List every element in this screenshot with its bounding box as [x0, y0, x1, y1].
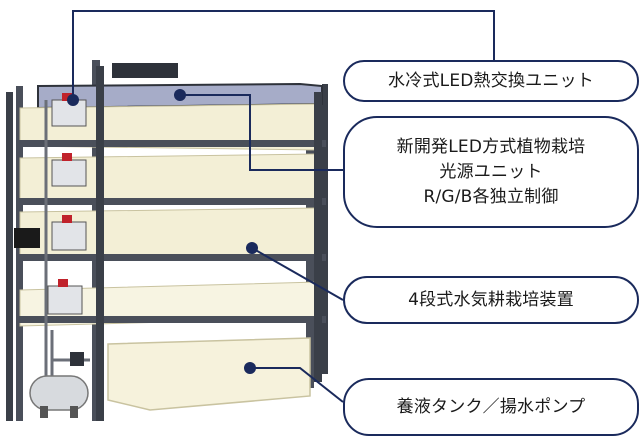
valve-box	[51, 99, 87, 127]
leader-dot	[67, 94, 79, 106]
frame-post	[314, 92, 322, 382]
callout-cultivation-system: 4段式水気耕栽培装置	[343, 276, 639, 324]
controller-box	[14, 228, 40, 248]
callout-cooling-unit: 水冷式LED熱交換ユニット	[343, 60, 639, 102]
pump-joint	[70, 352, 84, 366]
callout-line: R/G/B各独立制御	[423, 186, 559, 207]
leader-line-cultivation	[251, 247, 344, 301]
leader-lines	[72, 10, 495, 403]
leader-dots	[67, 89, 258, 374]
diagram-canvas: 水冷式LED熱交換ユニット 新開発LED方式植物栽培 光源ユニット R/G/B各…	[6, 10, 639, 436]
pump-cylinder	[29, 375, 89, 418]
callout-line: 4段式水気耕栽培装置	[408, 289, 574, 310]
leader-dot	[244, 362, 256, 374]
callout-nutrient-tank: 養液タンク／揚水ポンプ	[343, 378, 639, 436]
leader-line-cooling	[72, 10, 495, 100]
leader-line-led	[180, 94, 343, 171]
callout-line: 新開発LED方式植物栽培	[396, 136, 586, 157]
frame-post	[322, 84, 328, 374]
grow-rack-illustration	[6, 10, 495, 421]
frame-post	[96, 66, 104, 421]
callout-line: 光源ユニット	[439, 161, 543, 182]
leader-dot	[174, 89, 186, 101]
valve-units	[14, 93, 87, 315]
callout-line: 水冷式LED熱交換ユニット	[388, 70, 594, 91]
callout-line: 養液タンク／揚水ポンプ	[396, 397, 586, 417]
leader-line-tank	[250, 367, 344, 403]
frame-post	[6, 92, 13, 421]
valve-box	[47, 285, 83, 315]
callout-led-light-source: 新開発LED方式植物栽培 光源ユニット R/G/B各独立制御	[343, 116, 639, 228]
leader-dot	[246, 242, 258, 254]
valve-box	[51, 159, 87, 187]
cooling-unit-box	[112, 63, 178, 78]
nutrient-tank	[107, 337, 311, 411]
valve-box	[51, 221, 87, 251]
